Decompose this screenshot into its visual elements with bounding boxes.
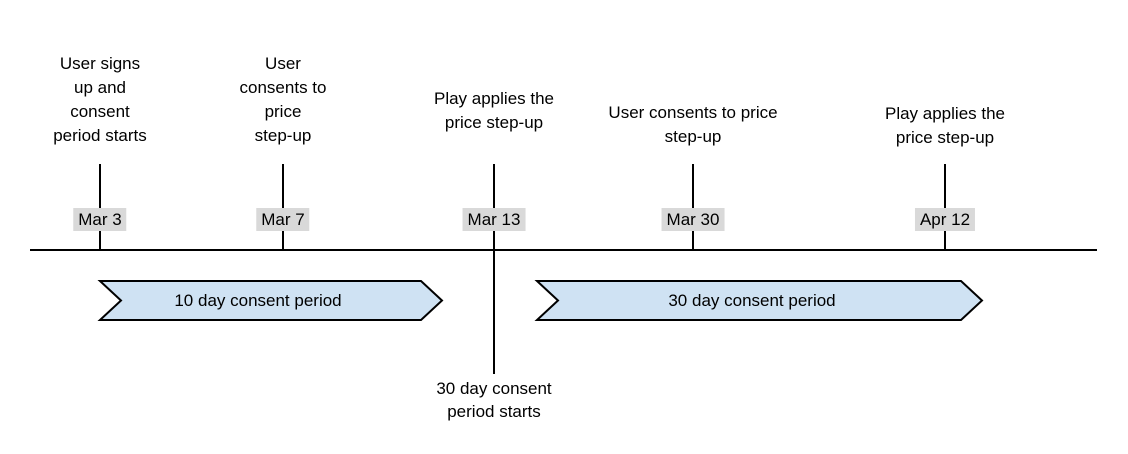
event-tick-mar3	[99, 164, 101, 250]
event-tick-apr12	[944, 164, 946, 250]
event-date-mar7: Mar 7	[256, 208, 310, 231]
event-label-mar7: User consents to price step-up	[239, 54, 327, 145]
event-date-mar3: Mar 3	[73, 208, 127, 231]
consent-start-note: 30 day consent period starts	[436, 379, 552, 421]
period-label-30day: 30 day consent period	[668, 291, 836, 310]
period-label-10day: 10 day consent period	[174, 291, 342, 310]
event-label-mar30: User consents to price step-up	[608, 103, 778, 146]
event-date-apr12: Apr 12	[914, 208, 976, 231]
event-label-apr12: Play applies the price step-up	[884, 104, 1006, 147]
event-label-mar13: Play applies the price step-up	[433, 89, 555, 132]
timeline-axis	[30, 249, 1097, 251]
consent-start-connector	[493, 251, 495, 374]
event-tick-mar13	[493, 164, 495, 250]
event-label-mar3: User signs up and consent period starts	[53, 54, 147, 145]
event-date-mar30: Mar 30	[661, 208, 725, 231]
event-tick-mar30	[692, 164, 694, 250]
event-tick-mar7	[282, 164, 284, 250]
event-date-mar13: Mar 13	[462, 208, 526, 231]
